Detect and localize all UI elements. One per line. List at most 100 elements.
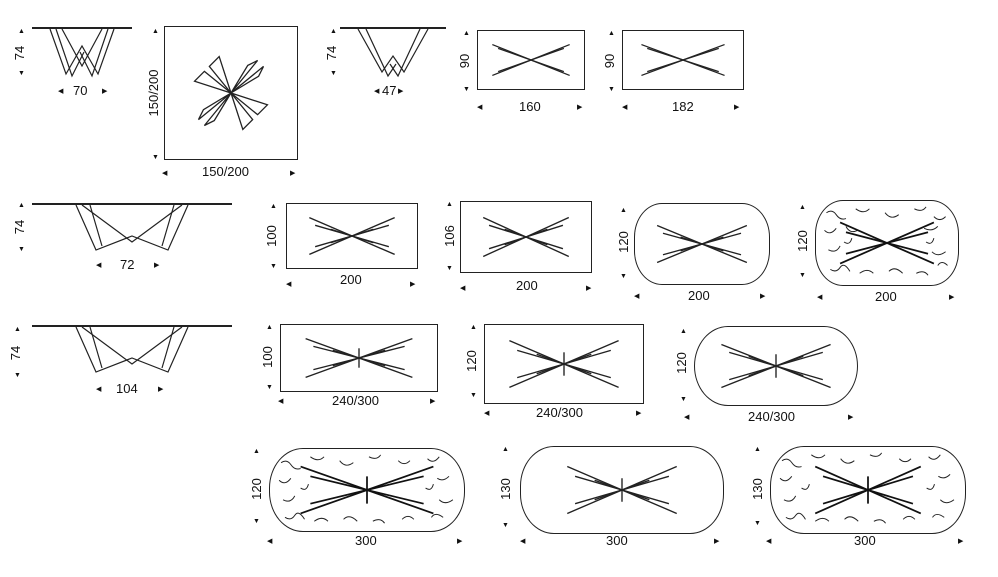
plan-depth-label: 130 xyxy=(498,478,513,500)
dim-arrow-right: ▶ xyxy=(848,414,854,421)
dim-arrow-down: ▼ xyxy=(463,86,470,93)
dim-arrow-right: ▶ xyxy=(410,281,416,288)
dim-arrow-right: ▶ xyxy=(290,170,296,177)
table-side-drawing xyxy=(32,322,232,378)
dim-arrow-down: ▼ xyxy=(608,86,615,93)
dim-arrow-left: ◀ xyxy=(622,104,628,111)
table-top-plan xyxy=(815,200,959,286)
dim-arrow-left: ◀ xyxy=(96,262,102,269)
elevation-view-2: ▲ 74 ▼ ◀ 47 ▶ xyxy=(318,20,453,100)
dim-arrow-down: ▼ xyxy=(18,246,25,253)
dim-arrow-left: ◀ xyxy=(477,104,483,111)
plan-length-label: 240/300 xyxy=(332,393,379,408)
dim-arrow-left: ◀ xyxy=(817,294,823,301)
dim-arrow-right: ▶ xyxy=(158,386,164,393)
dim-arrow-right: ▶ xyxy=(154,262,160,269)
plan-view-150-square: ▲ 150/200 ▼ ◀ 150/200 ▶ xyxy=(140,20,310,185)
dim-arrow-right: ▶ xyxy=(949,294,955,301)
table-side-drawing xyxy=(340,26,446,82)
plan-length-label: 200 xyxy=(340,272,362,287)
dim-arrow-down: ▼ xyxy=(14,372,21,379)
plan-depth-label: 120 xyxy=(616,231,631,253)
plan-view-240-100: ▲ 100 ▼ ◀ 240/300 ▶ xyxy=(258,318,448,418)
dim-arrow-down: ▼ xyxy=(680,396,687,403)
dim-arrow-left: ◀ xyxy=(766,538,772,545)
dim-arrow-down: ▼ xyxy=(446,265,453,272)
table-top-plan xyxy=(770,446,966,534)
dim-arrow-down: ▼ xyxy=(620,273,627,280)
table-top-plan xyxy=(286,203,418,269)
dim-arrow-up: ▲ xyxy=(18,28,25,35)
plan-depth-label: 150/200 xyxy=(146,69,161,117)
plan-view-200-106: ▲ 106 ▼ ◀ 200 ▶ xyxy=(438,195,603,295)
plan-view-182: ▲ 90 ▼ ◀ 182 ▶ xyxy=(600,20,750,120)
dim-arrow-right: ▶ xyxy=(398,88,404,95)
table-top-plan xyxy=(477,30,585,90)
dim-arrow-right: ▶ xyxy=(760,293,766,300)
plan-length-label: 300 xyxy=(355,533,377,548)
dim-arrow-down: ▼ xyxy=(253,518,260,525)
plan-view-160: ▲ 90 ▼ ◀ 160 ▶ xyxy=(455,20,595,120)
plan-view-300-120-patterned: ▲ 120 ▼ ◀ 300 ▶ xyxy=(245,440,475,555)
elevation-view-4: ▲ 74 ▼ ◀ 104 ▶ xyxy=(0,314,240,404)
dim-arrow-up: ▲ xyxy=(152,28,159,35)
plan-depth-label: 120 xyxy=(464,350,479,372)
dim-arrow-left: ◀ xyxy=(520,538,526,545)
plan-depth-label: 100 xyxy=(264,225,279,247)
dim-arrow-left: ◀ xyxy=(634,293,640,300)
dim-arrow-up: ▲ xyxy=(270,203,277,210)
dim-arrow-down: ▼ xyxy=(754,520,761,527)
elevation-height-label: 74 xyxy=(12,219,27,235)
elevation-height-label: 74 xyxy=(324,45,339,61)
elevation-height-label: 74 xyxy=(8,345,23,361)
plan-length-label: 200 xyxy=(688,288,710,303)
dim-arrow-up: ▲ xyxy=(253,448,260,455)
dim-arrow-up: ▲ xyxy=(330,28,337,35)
plan-length-label: 300 xyxy=(854,533,876,548)
dim-arrow-down: ▼ xyxy=(266,384,273,391)
table-top-plan xyxy=(460,201,592,273)
table-top-plan xyxy=(622,30,744,90)
table-top-plan xyxy=(694,326,858,406)
dim-arrow-up: ▲ xyxy=(799,204,806,211)
dim-arrow-right: ▶ xyxy=(102,88,108,95)
plan-length-label: 240/300 xyxy=(748,409,795,424)
elevation-view-3: ▲ 74 ▼ ◀ 72 ▶ xyxy=(0,192,240,282)
dim-arrow-down: ▼ xyxy=(152,154,159,161)
table-top-plan xyxy=(520,446,724,534)
plan-depth-label: 106 xyxy=(442,225,457,247)
dim-arrow-right: ▶ xyxy=(714,538,720,545)
plan-depth-label: 120 xyxy=(249,478,264,500)
dim-arrow-left: ◀ xyxy=(684,414,690,421)
dim-arrow-left: ◀ xyxy=(267,538,273,545)
table-top-plan xyxy=(164,26,298,160)
dim-arrow-left: ◀ xyxy=(162,170,168,177)
table-top-plan xyxy=(484,324,644,404)
plan-view-200-100: ▲ 100 ▼ ◀ 200 ▶ xyxy=(262,195,432,295)
elevation-view-1: ▲ 74 ▼ ◀ 70 ▶ xyxy=(0,20,140,100)
dim-arrow-right: ▶ xyxy=(734,104,740,111)
elevation-width-label: 104 xyxy=(116,381,138,396)
table-top-plan xyxy=(269,448,465,532)
dim-arrow-down: ▼ xyxy=(18,70,25,77)
dim-arrow-up: ▲ xyxy=(446,201,453,208)
dim-arrow-left: ◀ xyxy=(278,398,284,405)
plan-length-label: 240/300 xyxy=(536,405,583,420)
elevation-width-label: 72 xyxy=(120,257,135,272)
dim-arrow-up: ▲ xyxy=(680,328,687,335)
elevation-width-label: 70 xyxy=(73,83,88,98)
plan-view-300-130-rounded: ▲ 130 ▼ ◀ 300 ▶ xyxy=(492,440,732,555)
plan-depth-label: 130 xyxy=(750,478,765,500)
plan-view-200-120-patterned: ▲ 120 ▼ ◀ 200 ▶ xyxy=(793,192,968,307)
plan-view-200-120-rounded: ▲ 120 ▼ ◀ 200 ▶ xyxy=(612,195,782,305)
dim-arrow-down: ▼ xyxy=(330,70,337,77)
dim-arrow-up: ▲ xyxy=(502,446,509,453)
plan-view-240-120-rounded: ▲ 120 ▼ ◀ 240/300 ▶ xyxy=(672,318,862,428)
dim-arrow-left: ◀ xyxy=(484,410,490,417)
dim-arrow-down: ▼ xyxy=(270,263,277,270)
dim-arrow-down: ▼ xyxy=(799,272,806,279)
plan-depth-label: 100 xyxy=(260,346,275,368)
table-top-plan xyxy=(280,324,438,392)
dim-arrow-up: ▲ xyxy=(754,446,761,453)
plan-view-300-130-patterned: ▲ 130 ▼ ◀ 300 ▶ xyxy=(746,440,976,555)
